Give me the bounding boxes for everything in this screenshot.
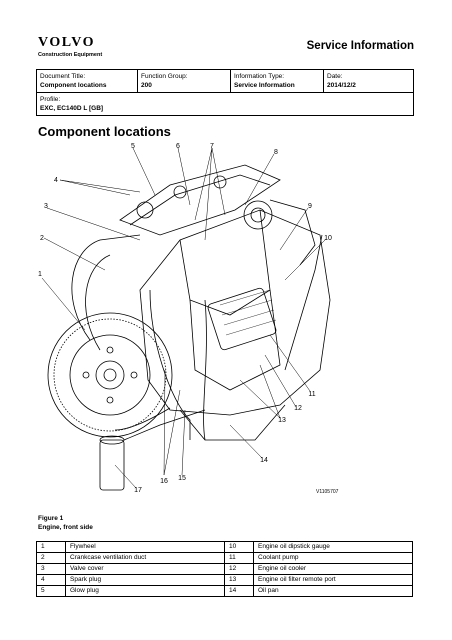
callout-6: 6 xyxy=(176,143,180,150)
engine-illustration: 1 2 3 4 5 6 7 8 9 10 11 12 13 14 15 16 1… xyxy=(38,143,332,494)
legend-component: Coolant pump xyxy=(253,552,413,564)
volvo-logo: VOLVO Construction Equipment xyxy=(38,36,102,59)
legend-component: Flywheel xyxy=(65,541,225,553)
document-meta-table: Document Title: Component locations Func… xyxy=(36,69,414,116)
callout-5: 5 xyxy=(131,143,135,150)
legend-number: 4 xyxy=(36,574,66,586)
callout-13: 13 xyxy=(278,417,286,424)
meta-information-type: Information Type: Service Information xyxy=(230,69,324,93)
callout-14: 14 xyxy=(260,457,268,464)
legend-number: 10 xyxy=(224,541,254,553)
figure-caption-number: Figure 1 xyxy=(38,515,64,522)
legend-component: Spark plug xyxy=(65,574,225,586)
callout-7: 7 xyxy=(210,143,214,150)
legend-number: 11 xyxy=(224,552,254,564)
legend-component: Engine oil dipstick gauge xyxy=(253,541,413,553)
meta-document-title: Document Title: Component locations xyxy=(36,69,138,93)
legend-component: Engine oil filter remote port xyxy=(253,574,413,586)
legend-number: 14 xyxy=(224,585,254,597)
logo-subtitle: Construction Equipment xyxy=(38,52,103,58)
callout-15: 15 xyxy=(178,475,186,482)
legend-component: Engine oil cooler xyxy=(253,563,413,575)
callout-4: 4 xyxy=(54,177,58,184)
callout-16: 16 xyxy=(160,478,168,485)
legend-component: Oil pan xyxy=(253,585,413,597)
figure-image-id: V1105707 xyxy=(316,489,339,495)
legend-component: Glow plug xyxy=(65,585,225,597)
legend-component: Valve cover xyxy=(65,563,225,575)
document-type: Service Information xyxy=(306,40,414,52)
logo-wordmark: VOLVO xyxy=(38,35,95,50)
callout-9: 9 xyxy=(308,203,312,210)
callout-17: 17 xyxy=(134,487,142,494)
legend-component: Crankcase ventilation duct xyxy=(65,552,225,564)
page-title: Component locations xyxy=(38,124,171,139)
meta-profile: Profile: EXC, EC140D L [GB] xyxy=(36,92,414,116)
callout-2: 2 xyxy=(40,235,44,242)
callout-12: 12 xyxy=(294,405,302,412)
figure-caption-text: Engine, front side xyxy=(38,524,93,531)
legend-number: 5 xyxy=(36,585,66,597)
callout-1: 1 xyxy=(38,271,42,278)
callout-10: 10 xyxy=(324,235,332,242)
callout-3: 3 xyxy=(44,203,48,210)
legend-number: 12 xyxy=(224,563,254,575)
legend-number: 3 xyxy=(36,563,66,575)
callout-8: 8 xyxy=(274,149,278,156)
meta-function-group: Function Group: 200 xyxy=(137,69,231,93)
meta-date: Date: 2014/12/2 xyxy=(323,69,414,93)
callout-11: 11 xyxy=(308,391,315,398)
legend-number: 1 xyxy=(36,541,66,553)
legend-number: 13 xyxy=(224,574,254,586)
legend-number: 2 xyxy=(36,552,66,564)
